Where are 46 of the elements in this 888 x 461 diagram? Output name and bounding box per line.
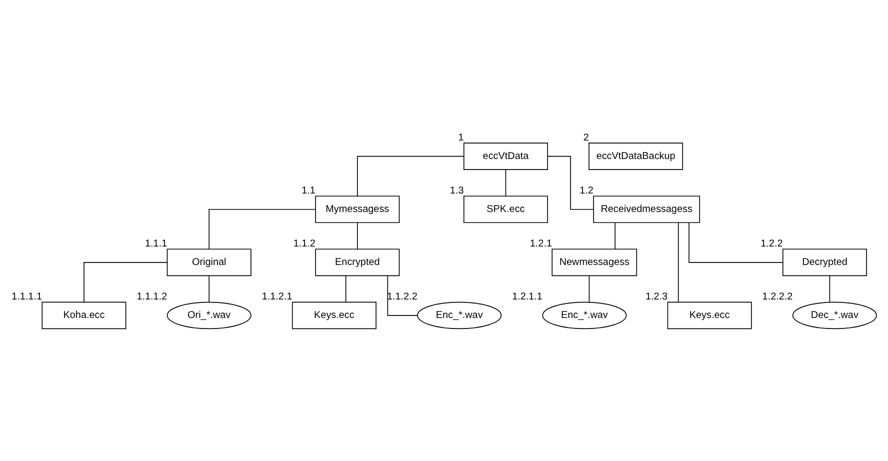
node-label: 1.2.3	[645, 291, 668, 302]
connector	[387, 275, 418, 316]
node-label: 1.1.1.2	[136, 291, 168, 302]
connector	[614, 222, 616, 250]
node-box: Newmessagess	[552, 248, 638, 276]
connector	[84, 262, 168, 302]
node-label: 1.1.2.1	[262, 291, 292, 302]
node-label: 1.2.2	[760, 238, 783, 250]
node-label: 1.2.1	[530, 238, 552, 250]
connector	[208, 275, 210, 302]
node-box: eccVtDataBackup	[588, 142, 684, 170]
node-label: 1.1.2	[293, 238, 316, 250]
node-box: Keys.ecc	[667, 302, 752, 330]
node-label: 1.2.1.1	[512, 291, 542, 302]
node-box: SPK.ecc	[463, 196, 548, 224]
node-label: 2	[583, 132, 589, 144]
node-label: 1.1	[302, 185, 316, 196]
node-box: Original	[166, 248, 252, 276]
node-label: 1.3	[450, 185, 464, 196]
connector	[829, 275, 830, 303]
node-label: 1.1.1.1	[12, 291, 42, 302]
connector	[588, 275, 590, 303]
node-box: Encrypted	[315, 248, 400, 276]
node-ellipse: Ori_*.wav	[166, 302, 252, 330]
node-box: Mymessagess	[315, 196, 400, 224]
connector	[547, 156, 594, 210]
node-box: Keys.ecc	[292, 302, 376, 330]
connector	[208, 208, 316, 250]
node-box: eccVtData	[463, 142, 548, 170]
node-label: 1.2	[580, 185, 594, 196]
node-label: 1	[458, 132, 464, 144]
node-ellipse: Dec_*.wav	[792, 302, 877, 330]
connector	[678, 222, 679, 303]
node-box: Koha.ecc	[42, 302, 126, 330]
connector	[688, 222, 783, 263]
node-label: 1.2.2.2	[762, 291, 793, 302]
connector	[357, 156, 464, 196]
node-label: 1.1.1	[145, 238, 168, 250]
node-ellipse: Enc_*.wav	[542, 302, 627, 330]
connector	[357, 222, 358, 250]
node-box: Receivedmessagess	[593, 196, 700, 224]
connector	[345, 275, 346, 302]
node-ellipse: Enc_*.wav	[417, 302, 502, 330]
node-label: 1.1.2.2	[386, 291, 418, 302]
connector	[505, 169, 506, 196]
node-box: Decrypted	[782, 248, 867, 276]
